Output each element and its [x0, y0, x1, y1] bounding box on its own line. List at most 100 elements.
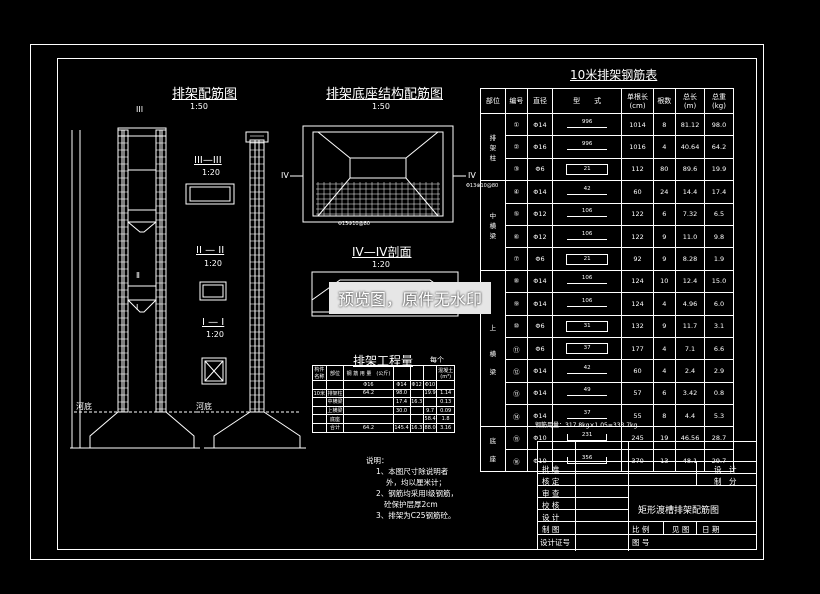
quantity-cell: 58.4: [422, 414, 438, 424]
base-plan-scale: 1:50: [372, 102, 390, 111]
quantity-cell: Φ10: [422, 380, 438, 390]
rebar-unit-length: 1016: [621, 135, 654, 159]
tb-date-label: 日 期: [702, 525, 720, 534]
rebar-unit-length: 370: [621, 448, 654, 473]
title-block: 批 准 核 定 审 查 校 核 设 计 制 图 设计证号 设 计 制 分 矩形渡…: [537, 441, 757, 551]
rebar-total-length: 11.7: [675, 314, 705, 338]
rebar-number: ②: [504, 135, 529, 159]
rebar-total-length: 14.4: [675, 180, 705, 204]
quantity-cell: 1.8: [436, 414, 455, 424]
tb-label-cert: 设计证号: [540, 538, 570, 547]
quantity-cell: 底座: [325, 414, 345, 424]
quantity-cell: [312, 380, 327, 390]
tb-label-draw: 制 图: [542, 525, 560, 534]
riverbed-label-left: 河底: [76, 402, 92, 411]
rebar-shape-dimension: 106: [581, 297, 593, 304]
rebar-table-header-cell: 编号: [504, 88, 529, 114]
rebar-shape-sketch: 31: [566, 320, 609, 332]
rebar-total-weight: 2.9: [704, 359, 734, 383]
rebar-unit-length: 92: [621, 247, 654, 271]
quantity-cell: 88.0: [422, 422, 438, 433]
quantity-cell: 19.9: [422, 388, 438, 399]
rebar-shape-sketch: 21: [566, 253, 609, 265]
quantity-cell: [409, 405, 424, 416]
section-iv-scale: 1:20: [372, 260, 390, 269]
quantity-cell: Φ12: [409, 380, 424, 390]
rebar-total-weight: 3.1: [704, 314, 734, 338]
rebar-shape-sketch: 106: [567, 297, 608, 307]
rebar-shape-dimension: 356: [581, 454, 593, 461]
quantity-cell: [312, 422, 327, 433]
quantity-cell: 混凝土 (m³): [436, 365, 455, 381]
design-notes: 说明： 1、本图尺寸除说明者 外，均以厘米计； 2、钢筋均采用Ⅰ级钢筋， 砼保护…: [366, 455, 458, 521]
rebar-total-length: 7.1: [675, 336, 705, 361]
section-mark-iii: III: [136, 105, 144, 114]
rebar-total-weight: 5.3: [704, 404, 734, 428]
quantity-cell: 构件 名称: [312, 365, 327, 381]
rebar-number: ⑧: [504, 269, 529, 294]
quantity-cell: [409, 414, 424, 424]
rebar-diameter: Φ16: [527, 135, 553, 159]
rebar-shape-dimension: 37: [583, 345, 591, 352]
quantity-cell: [312, 397, 327, 407]
rebar-shape: 21: [551, 247, 623, 271]
rebar-total-length: 11.0: [675, 224, 705, 249]
quantity-cell: 1.14: [436, 388, 455, 399]
rebar-total-length: 4.4: [675, 404, 705, 428]
quantity-cell: 9.7: [422, 405, 438, 416]
rebar-count: 6: [652, 202, 677, 226]
section-iv-title: IV—IV剖面: [352, 245, 412, 259]
rebar-count: 4: [652, 292, 677, 316]
rebar-shape-dimension: 106: [581, 208, 593, 215]
rebar-diameter: Φ12: [527, 224, 553, 249]
quantity-cell: 145.4: [392, 422, 411, 433]
quantity-cell: 0.09: [436, 405, 455, 416]
base-plan-title: 排架底座结构配筋图: [326, 87, 444, 102]
rebar-total-length: 7.32: [675, 202, 705, 226]
rebar-shape: 49: [551, 381, 623, 406]
rebar-total-weight: 17.4: [704, 180, 734, 204]
rebar-unit-length: 122: [621, 224, 654, 249]
rebar-total-weight: 29.7: [704, 448, 734, 473]
rebar-shape: 42: [551, 180, 623, 204]
rebar-unit-length: 60: [621, 180, 654, 204]
quantity-cell: Φ14: [392, 380, 411, 390]
rebar-diameter: Φ6: [527, 247, 553, 271]
rebar-total-length: 12.4: [675, 269, 705, 294]
rebar-table-header-row: 部位编号直径型 式单根长 (cm)根数总长 (m)总重 (kg): [480, 88, 734, 114]
rebar-count: 24: [652, 180, 677, 204]
rebar-count: 10: [652, 269, 677, 294]
quantity-table-title: 排架工程量: [353, 354, 414, 368]
rebar-shape: 356: [551, 448, 623, 473]
rebar-total-length: 40.64: [675, 135, 705, 159]
section-iii-scale: 1:20: [202, 168, 220, 177]
quantity-cell: [325, 380, 345, 390]
rebar-diameter: Φ14: [527, 269, 553, 294]
rebar-shape: 21: [551, 157, 623, 182]
rebar-unit-length: 1014: [621, 112, 654, 137]
rebar-shape: 106: [551, 202, 623, 226]
rebar-diameter: Φ14: [527, 381, 553, 406]
rebar-total-weight: 9.8: [704, 224, 734, 249]
quantity-table-unit: 每个: [430, 356, 444, 364]
drawing-inner-frame: [57, 58, 757, 550]
frame-elevation-drawing: [70, 127, 200, 449]
rebar-shape-sketch: 996: [567, 141, 608, 151]
rebar-diameter: Φ6: [527, 157, 553, 182]
column-side-elevation: [196, 131, 306, 449]
quantity-cell: [422, 397, 438, 407]
tb-design-cell: 设 计: [714, 465, 737, 474]
drawing-name: 矩形渡槽排架配筋图: [638, 506, 720, 516]
rebar-table-title: 10米排架钢筋表: [570, 68, 658, 82]
rebar-total-weight: 1.9: [704, 247, 734, 271]
rebar-shape-dimension: 37: [583, 409, 591, 416]
rebar-diameter: Φ6: [527, 314, 553, 338]
